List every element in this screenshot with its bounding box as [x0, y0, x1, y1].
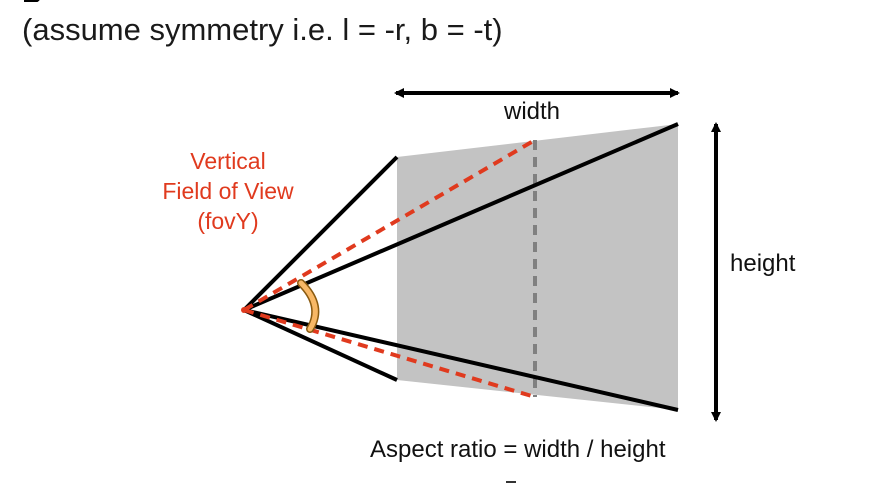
image-plane	[397, 124, 678, 410]
eye-point	[241, 307, 247, 313]
fov-label-line-1: Vertical	[190, 148, 266, 174]
width-label: width	[503, 98, 561, 125]
fov-angle-arc-fill	[298, 280, 318, 332]
height-label: height	[730, 250, 796, 277]
frustum-far-top-edge	[243, 122, 679, 312]
fov-label-line-2: Field of View	[162, 178, 294, 204]
aspect-ratio-caption: Aspect ratio = width / height	[370, 436, 666, 463]
fov-top-dashed-line	[242, 138, 537, 312]
frustum-near-top-edge	[242, 155, 399, 312]
frustum-far-bottom-edge	[243, 308, 679, 412]
clipped-title-fragment: P	[22, 0, 42, 2]
fov-label: Vertical Field of View (fovY)	[138, 146, 318, 236]
slide-subtitle: (assume symmetry i.e. l = -r, b = -t)	[22, 12, 503, 47]
fov-label-line-3: (fovY)	[197, 208, 259, 234]
frustum-near-bottom-edge	[243, 308, 398, 382]
